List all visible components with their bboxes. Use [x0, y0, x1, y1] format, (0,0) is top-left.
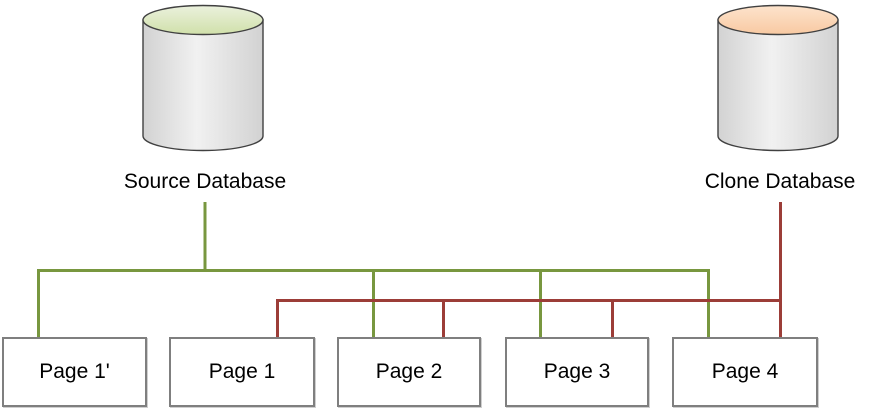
- page-box-3: Page 3: [505, 337, 649, 407]
- source-database-cylinder-icon: [142, 4, 264, 152]
- page-box-4-label: Page 4: [711, 360, 779, 383]
- page-box-1-prime-label: Page 1': [39, 360, 110, 383]
- clone-database-cylinder-icon: [717, 4, 839, 152]
- clone-database-label: Clone Database: [704, 170, 856, 193]
- page-box-4: Page 4: [672, 337, 818, 407]
- source-connector-line: [37, 202, 710, 337]
- page-box-1: Page 1: [169, 337, 315, 407]
- source-database-top: [142, 4, 264, 36]
- page-box-2: Page 2: [337, 337, 481, 407]
- page-box-3-label: Page 3: [543, 360, 611, 383]
- source-database-label: Source Database: [123, 170, 287, 193]
- clone-database-top: [717, 4, 839, 36]
- page-box-2-label: Page 2: [375, 360, 443, 383]
- clone-connector-line: [276, 202, 782, 337]
- page-box-1-prime: Page 1': [2, 337, 147, 407]
- page-box-1-label: Page 1: [208, 360, 276, 383]
